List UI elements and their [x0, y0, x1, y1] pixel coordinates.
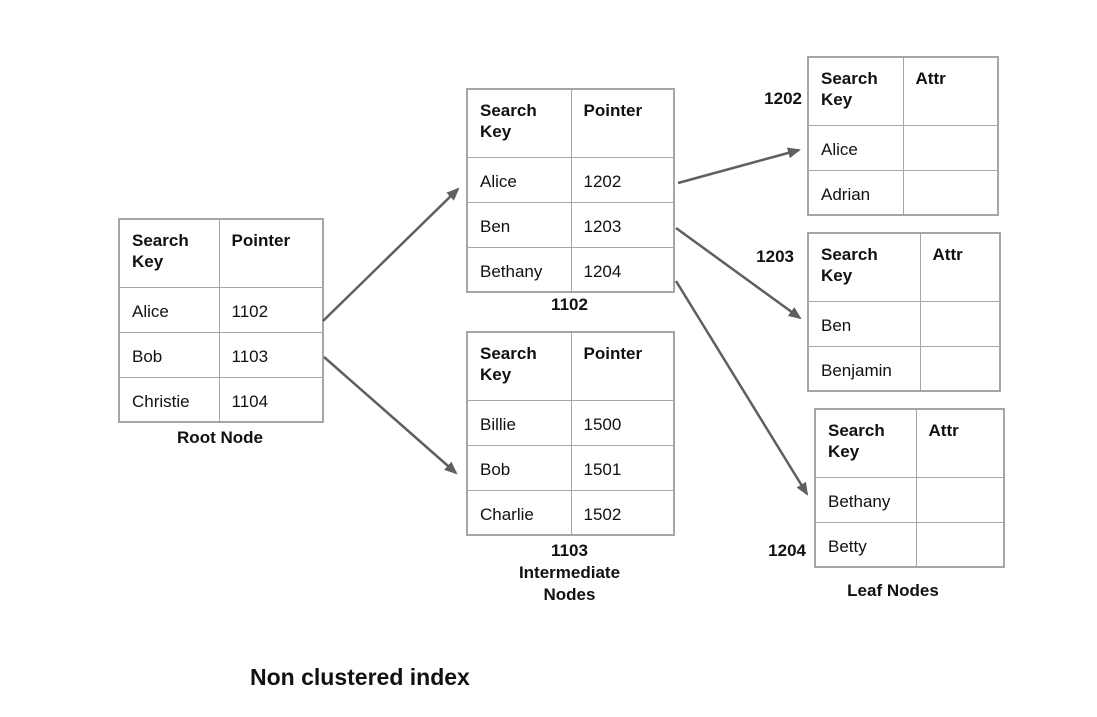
leaf-1204-page-label: 1204	[768, 541, 806, 560]
leaf-node-1203-table: Search Key Attr Ben Benjamin	[807, 232, 1001, 392]
pointer-cell: 1103	[218, 331, 324, 378]
table-row: Bethany	[814, 476, 1005, 523]
root-node-table: Search Key Pointer Alice 1102 Bob 1103 C…	[118, 218, 324, 423]
leaf-1202-page-label: 1202	[764, 89, 802, 108]
column-header-search-key: Search Key	[466, 88, 572, 158]
table-row: Alice 1102	[118, 286, 324, 333]
node-1102-caption: 1102	[551, 295, 588, 314]
caption-line: 1103	[551, 541, 588, 560]
search-key-cell: Alice	[807, 124, 904, 171]
header-row: Search Key Pointer	[466, 331, 675, 401]
table-row: Adrian	[807, 169, 999, 216]
leaf-node-1202-table: Search Key Attr Alice Adrian	[807, 56, 999, 216]
column-header-pointer: Pointer	[570, 331, 675, 401]
header-row: Search Key Pointer	[118, 218, 324, 288]
attr-cell	[915, 521, 1005, 568]
search-key-cell: Bethany	[814, 476, 917, 523]
table-row: Bob 1103	[118, 331, 324, 378]
table-row: Charlie 1502	[466, 489, 675, 536]
attr-cell	[915, 476, 1005, 523]
leaf-1203-page-label: 1203	[756, 247, 794, 266]
header-row: Search Key Attr	[807, 232, 1001, 302]
search-key-cell: Bob	[118, 331, 220, 378]
intermediate-node-1102-table: Search Key Pointer Alice 1202 Ben 1203 B…	[466, 88, 675, 293]
caption-line: Intermediate	[518, 563, 621, 582]
table-row: Bob 1501	[466, 444, 675, 491]
search-key-cell: Ben	[466, 201, 572, 248]
column-header-pointer: Pointer	[218, 218, 324, 288]
pointer-cell: 1204	[570, 246, 675, 293]
arrow-node-1102-to-leaf-1204	[674, 280, 809, 496]
pointer-cell: 1102	[218, 286, 324, 333]
table-row: Bethany 1204	[466, 246, 675, 293]
column-header-attr: Attr	[919, 232, 1001, 302]
header-row: Search Key Attr	[814, 408, 1005, 478]
table-row: Betty	[814, 521, 1005, 568]
search-key-cell: Bethany	[466, 246, 572, 293]
search-key-cell: Bob	[466, 444, 572, 491]
search-key-cell: Christie	[118, 376, 220, 423]
search-key-cell: Benjamin	[807, 345, 921, 392]
attr-cell	[902, 124, 999, 171]
attr-cell	[919, 345, 1001, 392]
search-key-cell: Betty	[814, 521, 917, 568]
column-header-search-key: Search Key	[118, 218, 220, 288]
arrow-node-1102-to-leaf-1202	[677, 147, 801, 185]
attr-cell	[902, 169, 999, 216]
arrow-node-1102-to-leaf-1203	[675, 226, 802, 320]
header-row: Search Key Pointer	[466, 88, 675, 158]
search-key-cell: Adrian	[807, 169, 904, 216]
search-key-cell: Charlie	[466, 489, 572, 536]
search-key-cell: Alice	[118, 286, 220, 333]
search-key-cell: Billie	[466, 399, 572, 446]
pointer-cell: 1501	[570, 444, 675, 491]
diagram-title: Non clustered index	[250, 664, 470, 690]
pointer-cell: 1104	[218, 376, 324, 423]
arrow-root-to-node-1103	[323, 356, 458, 475]
pointer-cell: 1500	[570, 399, 675, 446]
intermediate-node-1103-table: Search Key Pointer Billie 1500 Bob 1501 …	[466, 331, 675, 536]
leaf-node-1204-table: Search Key Attr Bethany Betty	[814, 408, 1005, 568]
search-key-cell: Ben	[807, 300, 921, 347]
search-key-cell: Alice	[466, 156, 572, 203]
root-node-caption: Root Node	[177, 428, 263, 447]
arrow-root-to-node-1102	[322, 187, 460, 322]
table-row: Alice 1202	[466, 156, 675, 203]
table-row: Billie 1500	[466, 399, 675, 446]
pointer-cell: 1502	[570, 489, 675, 536]
header-row: Search Key Attr	[807, 56, 999, 126]
column-header-search-key: Search Key	[807, 232, 921, 302]
table-row: Alice	[807, 124, 999, 171]
column-header-pointer: Pointer	[570, 88, 675, 158]
column-header-search-key: Search Key	[814, 408, 917, 478]
pointer-cell: 1202	[570, 156, 675, 203]
table-row: Ben	[807, 300, 1001, 347]
table-row: Christie 1104	[118, 376, 324, 423]
column-header-search-key: Search Key	[807, 56, 904, 126]
pointer-cell: 1203	[570, 201, 675, 248]
table-row: Benjamin	[807, 345, 1001, 392]
caption-line: Nodes	[543, 585, 596, 604]
column-header-search-key: Search Key	[466, 331, 572, 401]
leaf-nodes-caption: Leaf Nodes	[847, 581, 939, 600]
column-header-attr: Attr	[902, 56, 999, 126]
table-row: Ben 1203	[466, 201, 675, 248]
column-header-attr: Attr	[915, 408, 1005, 478]
intermediate-nodes-caption: 1103 Intermediate Nodes	[466, 540, 673, 606]
attr-cell	[919, 300, 1001, 347]
